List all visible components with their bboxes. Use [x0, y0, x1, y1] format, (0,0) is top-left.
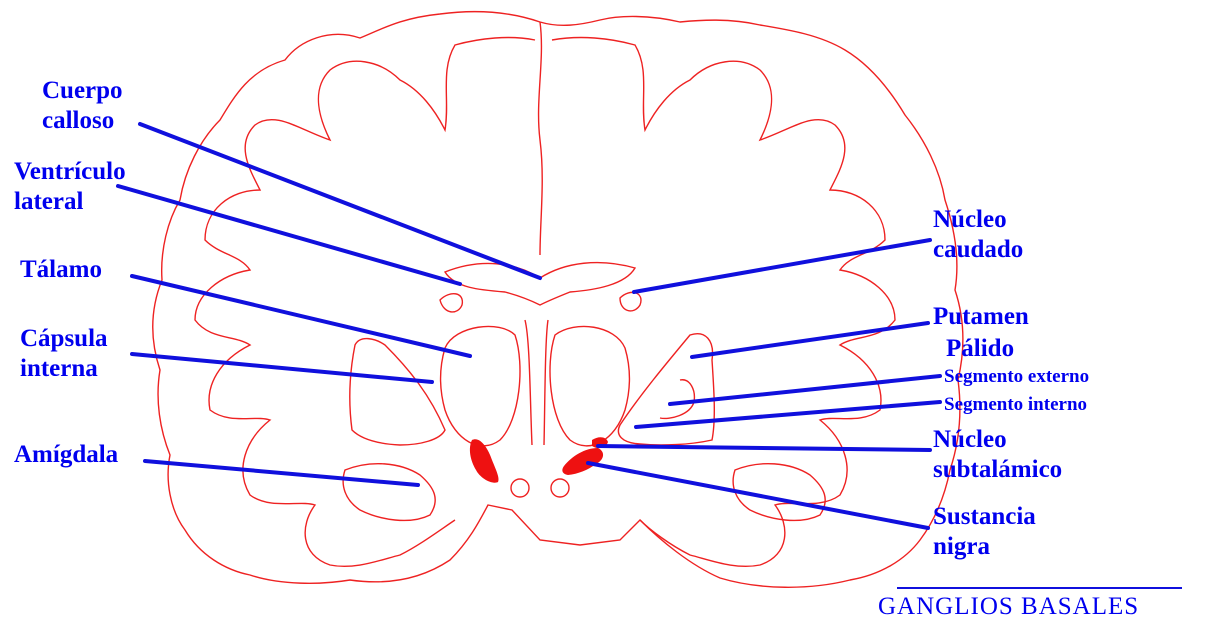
label-putamen: Putamen: [933, 302, 1029, 332]
mammillary-right: [551, 479, 569, 497]
label-ventriculo-lateral-line1: Ventrículo: [14, 157, 126, 187]
label-capsula-interna-line2: interna: [20, 354, 108, 384]
temporal-left-outline: [343, 464, 435, 521]
label-talamo-line1: Tálamo: [20, 255, 102, 285]
label-nucleo-subtalamico: Núcleo subtalámico: [933, 425, 1062, 485]
pallidum-right-outline: [660, 380, 694, 419]
label-amigdala: Amígdala: [14, 440, 118, 470]
label-nucleo-caudado-line1: Núcleo: [933, 205, 1023, 235]
label-sustancia-nigra-line2: nigra: [933, 532, 1036, 562]
substantia-nigra-right: [562, 448, 603, 475]
leader-talamo: [132, 276, 470, 356]
leader-capsula-interna: [132, 354, 432, 382]
leader-sustancia-nigra: [588, 463, 928, 528]
label-cuerpo-calloso-line1: Cuerpo: [42, 76, 123, 106]
leader-amigdala: [145, 461, 418, 485]
leader-cuerpo-calloso: [140, 124, 540, 278]
cortex-outer-outline: [153, 12, 963, 588]
label-sustancia-nigra-line1: Sustancia: [933, 502, 1036, 532]
leader-segmento-externo: [670, 376, 940, 404]
label-cuerpo-calloso-line2: calloso: [42, 106, 123, 136]
label-capsula-interna: Cápsula interna: [20, 324, 108, 384]
lentiform-right-outline: [618, 334, 714, 445]
label-nucleo-subtalamico-line2: subtalámico: [933, 455, 1062, 485]
label-amigdala-line1: Amígdala: [14, 440, 118, 470]
label-sustancia-nigra: Sustancia nigra: [933, 502, 1036, 562]
label-cuerpo-calloso: Cuerpo calloso: [42, 76, 123, 136]
label-talamo: Tálamo: [20, 255, 102, 285]
label-ventriculo-lateral: Ventrículo lateral: [14, 157, 126, 217]
label-nucleo-caudado: Núcleo caudado: [933, 205, 1023, 265]
leader-nucleo-subtalamico: [598, 446, 930, 450]
leader-lines: [118, 124, 940, 528]
label-nucleo-caudado-line2: caudado: [933, 235, 1023, 265]
thalamus-right-outline: [550, 326, 630, 445]
lentiform-left-outline: [350, 339, 445, 445]
mammillary-left: [511, 479, 529, 497]
ventricle-right-outline: [620, 292, 641, 310]
substantia-nigra-left: [470, 439, 499, 482]
leader-putamen: [692, 323, 928, 357]
label-palido-line1: Pálido: [946, 334, 1014, 364]
third-ventricle-outline: [525, 320, 548, 445]
ventricle-left-outline: [440, 294, 462, 312]
label-segmento-interno: Segmento interno: [944, 394, 1087, 416]
label-segmento-externo: Segmento externo: [944, 366, 1089, 388]
corpus-callosum-outline: [445, 263, 635, 305]
label-segmento-externo-line1: Segmento externo: [944, 366, 1089, 388]
brain-outline: [153, 12, 963, 588]
thalamus-left-outline: [440, 326, 520, 445]
midline-fissure: [539, 22, 543, 255]
label-palido: Pálido: [946, 334, 1014, 364]
diagram-title: GANGLIOS BASALES: [878, 593, 1139, 621]
label-ventriculo-lateral-line2: lateral: [14, 187, 126, 217]
leader-ventriculo-lateral: [118, 186, 460, 284]
label-segmento-interno-line1: Segmento interno: [944, 394, 1087, 416]
label-nucleo-subtalamico-line1: Núcleo: [933, 425, 1062, 455]
label-putamen-line1: Putamen: [933, 302, 1029, 332]
leader-nucleo-caudado: [634, 240, 930, 292]
label-capsula-interna-line1: Cápsula: [20, 324, 108, 354]
